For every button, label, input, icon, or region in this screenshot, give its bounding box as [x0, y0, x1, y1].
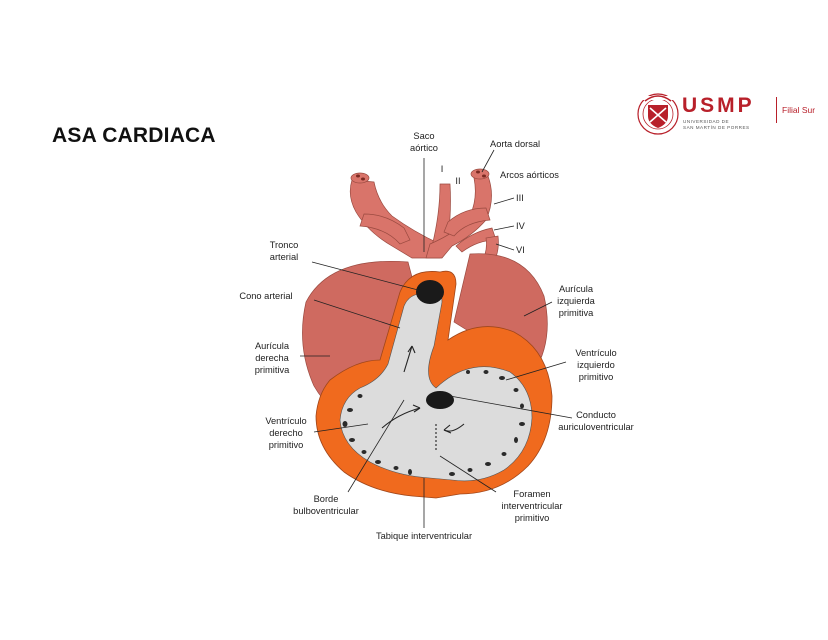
- usmp-wordmark: USMP: [682, 94, 755, 117]
- label-aorta-dorsal: Aorta dorsal: [490, 139, 540, 149]
- leader-ventriculo-izq: [505, 361, 567, 381]
- label-arch-I: I: [441, 164, 444, 174]
- label-foramen-3: primitivo: [515, 513, 550, 523]
- label-arch-IV: IV: [516, 221, 526, 231]
- label-borde-2: bulboventricular: [293, 506, 359, 516]
- usmp-subtitle-line1: UNIVERSIDAD DE: [683, 119, 730, 124]
- trabeculae: [342, 370, 525, 476]
- label-conducto-1: Conducto: [576, 410, 616, 420]
- leader-arch-III: [493, 197, 515, 205]
- label-arch-II: II: [455, 176, 460, 186]
- label-ventriculo-der-3: primitivo: [269, 440, 304, 450]
- flow-arrows: [381, 345, 465, 452]
- truncus-arteriosus-lumen: [416, 280, 444, 304]
- leader-arch-VI: [495, 243, 515, 251]
- label-arch-III: III: [516, 193, 524, 203]
- label-tronco-arterial-2: arterial: [270, 252, 298, 262]
- leader-conducto: [449, 395, 573, 419]
- slide-title: ASA CARDIACA: [52, 124, 216, 147]
- label-tabique: Tabique interventricular: [376, 531, 472, 541]
- label-auricula-izq-1: Aurícula: [559, 284, 594, 294]
- aortic-arches: [349, 168, 499, 267]
- label-ventriculo-der-1: Ventrículo: [265, 416, 306, 426]
- leader-aorta-dorsal: [481, 149, 495, 173]
- label-foramen-2: interventricular: [502, 501, 563, 511]
- label-conducto-2: auriculoventricular: [558, 422, 633, 432]
- av-canal: [426, 391, 454, 409]
- label-arcos-aorticos: Arcos aórticos: [500, 170, 559, 180]
- label-auricula-der-2: derecha: [255, 353, 289, 363]
- leader-arch-IV: [493, 225, 515, 231]
- leader-auricula-izq: [523, 301, 553, 317]
- ventricle-lumen: [339, 291, 533, 482]
- label-auricula-izq-3: primitiva: [559, 308, 594, 318]
- usmp-logo: USMP UNIVERSIDAD DE SAN MARTÍN DE PORRES…: [636, 92, 824, 140]
- label-auricula-izq-2: izquierda: [557, 296, 596, 306]
- logo-campus: Filial Sur: [782, 105, 816, 115]
- logo-divider: [776, 97, 777, 123]
- leader-cono: [313, 299, 401, 329]
- usmp-subtitle-line2: SAN MARTÍN DE PORRES: [683, 124, 750, 130]
- usmp-subtitle: UNIVERSIDAD DE SAN MARTÍN DE PORRES: [683, 119, 763, 130]
- label-ventriculo-der-2: derecho: [269, 428, 303, 438]
- leader-tronco: [311, 261, 419, 291]
- label-foramen-1: Foramen: [513, 489, 550, 499]
- label-auricula-der-1: Aurícula: [255, 341, 290, 351]
- label-tronco-arterial-1: Tronco: [270, 240, 299, 250]
- label-ventriculo-izq-3: primitivo: [579, 372, 614, 382]
- label-cono-arterial: Cono arterial: [239, 291, 292, 301]
- leader-foramen: [439, 455, 497, 493]
- label-auricula-der-3: primitiva: [255, 365, 290, 375]
- label-ventriculo-izq-2: izquierdo: [577, 360, 615, 370]
- label-saco-aortico-2: aórtico: [410, 143, 438, 153]
- label-ventriculo-izq-1: Ventrículo: [575, 348, 616, 358]
- label-saco-aortico-1: Saco: [413, 131, 434, 141]
- leader-ventriculo-der: [313, 423, 369, 433]
- leader-borde: [347, 399, 405, 493]
- label-borde-1: Borde: [314, 494, 339, 504]
- label-arch-VI: VI: [516, 245, 525, 255]
- usmp-seal-icon: [637, 93, 679, 135]
